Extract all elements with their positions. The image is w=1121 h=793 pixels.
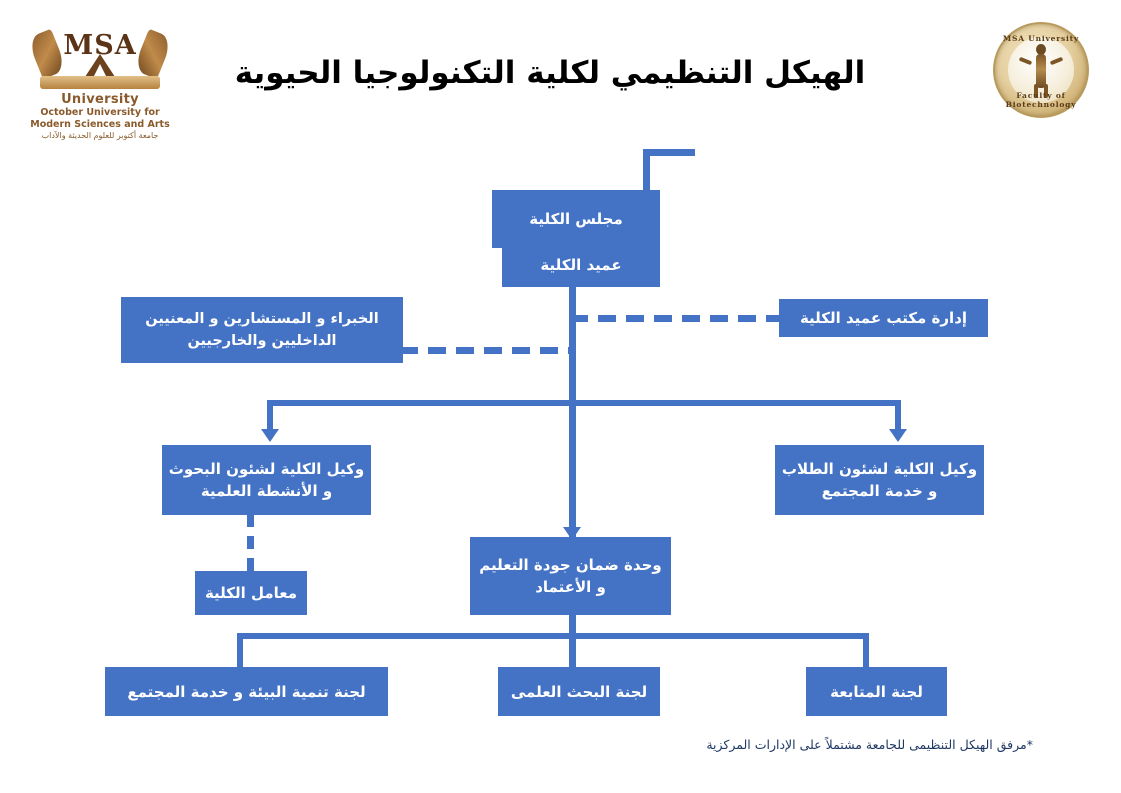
node-experts-and-consultants[interactable]: الخبراء و المستشارين و المعنيين الداخليي… [121, 297, 403, 363]
node-vice-dean-research[interactable]: وكيل الكلية لشئون البحوث و الأنشطة العلم… [162, 445, 371, 515]
figure-body-icon [1036, 54, 1046, 88]
node-faculty-labs[interactable]: معامل الكلية [195, 571, 307, 615]
node-quality-assurance-unit-label: وحدة ضمان جودة التعليم و الأعتماد [479, 556, 662, 596]
node-committee-followup-label: لجنة المتابعة [830, 682, 923, 701]
connector-dean-trunk [569, 281, 576, 539]
node-vice-dean-students-label: وكيل الكلية لشئون الطلاب و خدمة المجتمع [781, 460, 978, 500]
node-vice-dean-students[interactable]: وكيل الكلية لشئون الطلاب و خدمة المجتمع [775, 445, 984, 515]
connector-committee-middle-drop [569, 633, 576, 669]
node-committee-followup[interactable]: لجنة المتابعة [806, 667, 947, 716]
node-faculty-council-label: مجلس الكلية [529, 210, 623, 228]
msa-logo-line2: October University for [40, 107, 160, 118]
msa-logo-arabic-line: جامعة أكتوبر للعلوم الحديثة والآداب [41, 131, 159, 140]
connector-top-hook-vertical [643, 149, 650, 191]
connector-committee-left-drop [237, 633, 243, 669]
connector-quality-to-committee-bus [569, 615, 576, 637]
figure-leg-right-icon [1044, 84, 1048, 98]
connector-arrow-to-quality-unit [563, 527, 581, 540]
connector-committee-right-drop [863, 633, 869, 669]
figure-head-icon [1036, 44, 1046, 55]
node-faculty-council[interactable]: مجلس الكلية [492, 190, 660, 248]
connector-arrow-to-vice-dean-students [889, 429, 907, 442]
msa-wreath-graphic: MSA [26, 28, 174, 90]
connector-vice-dean-bus [267, 400, 901, 406]
connector-dashed-faculty-labs [247, 514, 254, 575]
node-vice-dean-research-label: وكيل الكلية لشئون البحوث و الأنشطة العلم… [168, 460, 365, 500]
connector-committee-bus [237, 633, 869, 639]
seal-top-text: MSA University [1002, 34, 1080, 43]
connector-arrow-to-vice-dean-research [261, 429, 279, 442]
connector-top-hook-horizontal [643, 149, 695, 156]
faculty-of-biotechnology-seal-logo: MSA University Faculty of Biotechnology [993, 22, 1089, 118]
node-faculty-labs-label: معامل الكلية [204, 584, 298, 602]
node-committee-scientific-research-label: لجنة البحث العلمى [510, 682, 648, 701]
page-title: الهيكل التنظيمي لكلية التكنولوجيا الحيوي… [234, 55, 866, 91]
node-committee-scientific-research[interactable]: لجنة البحث العلمى [498, 667, 660, 716]
connector-vice-dean-left-drop [267, 400, 273, 432]
human-figure-icon [1018, 44, 1064, 98]
node-dean[interactable]: عميد الكلية [502, 243, 660, 287]
node-committee-environment-label: لجنة تنمية البيئة و خدمة المجتمع [127, 682, 366, 701]
connector-dashed-experts [400, 347, 576, 354]
footnote-text: *مرفق الهيكل التنظيمى للجامعة مشتملاً عل… [706, 737, 1033, 752]
connector-dashed-dean-office [570, 315, 780, 322]
node-dean-label: عميد الكلية [540, 256, 622, 274]
seal-bottom-text: Faculty of Biotechnology [1005, 91, 1077, 109]
ribbon-icon [40, 76, 160, 89]
node-dean-office-admin[interactable]: إدارة مكتب عميد الكلية [779, 299, 988, 337]
msa-logo-university-word: University [61, 92, 139, 107]
msa-university-logo: MSA University October University for Mo… [26, 28, 174, 140]
node-quality-assurance-unit[interactable]: وحدة ضمان جودة التعليم و الأعتماد [470, 537, 671, 615]
connector-vice-dean-right-drop [895, 400, 901, 432]
node-experts-and-consultants-label: الخبراء و المستشارين و المعنيين الداخليي… [145, 311, 379, 349]
node-committee-environment[interactable]: لجنة تنمية البيئة و خدمة المجتمع [105, 667, 388, 716]
msa-logo-line3: Modern Sciences and Arts [30, 118, 170, 130]
node-dean-office-admin-label: إدارة مكتب عميد الكلية [799, 309, 968, 327]
figure-leg-left-icon [1034, 84, 1038, 98]
